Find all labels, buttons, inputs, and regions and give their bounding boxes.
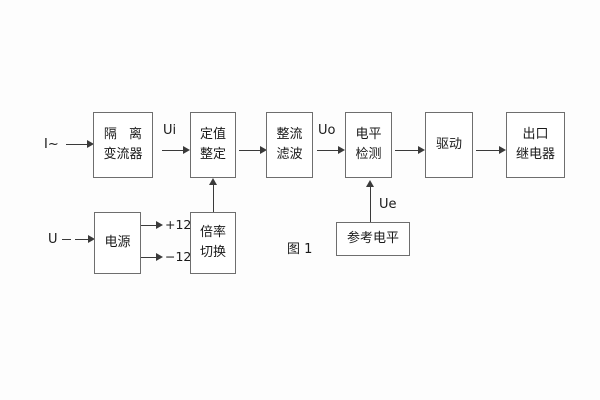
- block-reference-level[interactable]: 参考电平: [336, 222, 410, 256]
- arrowhead-level-to-drive: [418, 146, 425, 154]
- connector-isolation-to-setting: [162, 150, 184, 151]
- arrowhead-drive-to-output: [499, 146, 506, 154]
- arrowhead-voltage-input: [88, 235, 95, 243]
- connector-voltage-input-seg2: [75, 239, 89, 240]
- block-power-supply[interactable]: 电源: [94, 212, 141, 274]
- block-drive-line1: 驱动: [435, 136, 462, 152]
- block-setting-line1: 定值: [199, 126, 226, 142]
- signal-uo-label: Uo: [318, 123, 336, 138]
- block-isolation-transformer[interactable]: 隔 离 变流器: [93, 112, 153, 178]
- connector-reference-to-level: [370, 186, 371, 222]
- connector-level-to-drive: [395, 150, 419, 151]
- block-level-detection[interactable]: 电平 检测: [345, 112, 392, 178]
- connector-setting-to-rectify: [239, 150, 261, 151]
- arrowhead-multiplier-to-setting: [209, 178, 217, 185]
- arrowhead-current-input: [87, 140, 94, 148]
- connector-drive-to-output: [476, 150, 500, 151]
- connector-rectify-to-level: [317, 150, 339, 151]
- block-value-setting[interactable]: 定值 整定: [190, 112, 236, 178]
- input-voltage-label: U: [48, 232, 58, 247]
- block-level-line1: 电平: [355, 126, 382, 142]
- connector-multiplier-to-setting: [213, 184, 214, 212]
- block-isolation-line1: 隔 离: [103, 126, 147, 142]
- arrowhead-reference-to-level: [366, 180, 374, 187]
- block-reference-line1: 参考电平: [346, 230, 399, 246]
- block-setting-line2: 整定: [199, 147, 226, 162]
- block-drive[interactable]: 驱动: [425, 112, 473, 178]
- block-multiplier-line1: 倍率: [199, 224, 226, 240]
- arrowhead-setting-to-rectify: [260, 146, 267, 154]
- block-power-line1: 电源: [104, 234, 131, 250]
- block-level-line2: 检测: [355, 147, 382, 162]
- arrowhead-power-negative: [156, 253, 163, 261]
- block-rectify-filter[interactable]: 整流 滤波: [266, 112, 313, 178]
- arrowhead-rectify-to-level: [338, 146, 345, 154]
- figure-caption: 图 1: [287, 242, 313, 257]
- block-multiplier-line2: 切换: [199, 245, 226, 260]
- block-output-line2: 继电器: [515, 147, 555, 162]
- arrowhead-power-positive: [156, 221, 163, 229]
- signal-ue-label: Ue: [379, 197, 397, 212]
- input-current-label: I~: [44, 137, 59, 152]
- block-rectify-line1: 整流: [276, 126, 303, 142]
- block-output-relay[interactable]: 出口 继电器: [506, 112, 565, 178]
- connector-power-negative: [141, 257, 157, 258]
- connector-power-positive: [141, 225, 157, 226]
- connector-voltage-input-seg1: [62, 239, 71, 240]
- connector-current-input: [66, 144, 88, 145]
- block-output-line1: 出口: [522, 126, 549, 142]
- block-rectify-line2: 滤波: [276, 147, 303, 162]
- block-isolation-line2: 变流器: [103, 147, 143, 162]
- block-multiplier-switch[interactable]: 倍率 切换: [190, 212, 236, 274]
- signal-ui-label: Ui: [163, 123, 177, 138]
- arrowhead-isolation-to-setting: [183, 146, 190, 154]
